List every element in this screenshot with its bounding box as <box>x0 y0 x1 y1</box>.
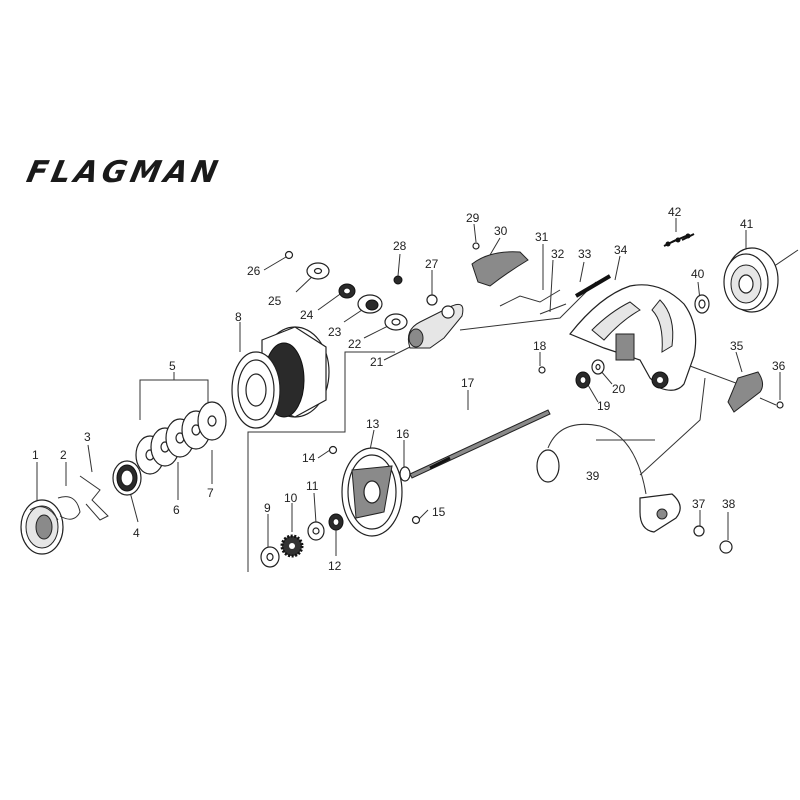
part-11-washer <box>307 521 325 541</box>
part-31-wire <box>499 289 561 307</box>
callout-30: 30 <box>494 224 508 238</box>
part-36-screw <box>776 401 784 409</box>
callout-20: 20 <box>612 382 626 396</box>
callout-38: 38 <box>722 497 736 511</box>
part-38-nut <box>719 540 733 554</box>
callout-2: 2 <box>60 448 67 462</box>
callout-18: 18 <box>533 339 547 353</box>
callout-29: 29 <box>466 211 480 225</box>
callout-31: 31 <box>535 230 549 244</box>
part-16-washer <box>399 466 411 482</box>
part-27-bushing <box>426 294 438 306</box>
callout-22: 22 <box>348 337 362 351</box>
callout-41: 41 <box>740 217 754 231</box>
callout-16: 16 <box>396 427 410 441</box>
callout-35: 35 <box>730 339 744 353</box>
callout-6: 6 <box>173 503 180 517</box>
part-24-bearing <box>338 283 356 299</box>
callout-34: 34 <box>614 243 628 257</box>
part-15-screw <box>411 515 421 525</box>
part-28-screw <box>393 275 403 285</box>
callout-12: 12 <box>328 559 342 573</box>
part-29-screw <box>472 242 480 250</box>
callout-32: 32 <box>551 247 565 261</box>
callout-36: 36 <box>772 359 786 373</box>
callout-7: 7 <box>207 486 214 500</box>
callout-21: 21 <box>370 355 384 369</box>
callout-4: 4 <box>133 526 140 540</box>
part-39-bail <box>536 423 681 533</box>
part-13-rotor <box>341 447 403 537</box>
part-19-bearing <box>575 371 591 389</box>
brand-logo: FLAGMAN <box>24 155 225 190</box>
callout-40: 40 <box>691 267 705 281</box>
callout-11: 11 <box>306 479 319 493</box>
callout-14: 14 <box>302 451 316 465</box>
callout-39: 39 <box>586 469 600 483</box>
callout-23: 23 <box>328 325 342 339</box>
callout-1: 1 <box>32 448 39 462</box>
part-33-rod <box>574 274 612 298</box>
part-9-washer <box>260 546 280 568</box>
callout-42: 42 <box>668 205 682 219</box>
part-6-drag-washers <box>135 401 227 475</box>
part-12-bushing <box>328 513 344 531</box>
part-42-screws <box>663 233 695 247</box>
callout-8: 8 <box>235 310 242 324</box>
part-34-body <box>569 284 697 391</box>
callout-37: 37 <box>692 497 706 511</box>
part-35-cover <box>727 371 764 413</box>
callout-10: 10 <box>284 491 298 505</box>
part-17-shaft <box>409 409 551 479</box>
part-21-crank-arm <box>407 303 464 349</box>
part-30-cover <box>471 251 529 287</box>
callout-24: 24 <box>300 308 314 322</box>
callout-9: 9 <box>264 501 271 515</box>
part-1-drag-knob <box>20 499 64 555</box>
callout-28: 28 <box>393 239 407 253</box>
part-4-bearing <box>112 460 142 496</box>
part-18-screw <box>538 366 546 374</box>
part-8-spool <box>231 326 330 429</box>
part-2-clip <box>57 496 81 520</box>
callout-26: 26 <box>247 264 261 278</box>
part-23-bushing <box>357 294 383 314</box>
part-25-washer <box>306 262 330 280</box>
part-3-spring <box>79 475 109 521</box>
part-41-rear-cap <box>723 247 779 313</box>
part-20-washer <box>591 359 605 375</box>
callout-labels: 1 2 3 4 5 6 7 8 9 10 11 12 13 14 15 16 1… <box>32 205 786 573</box>
part-10-gear <box>280 534 304 558</box>
callout-13: 13 <box>366 417 380 431</box>
part-37-bushing <box>693 525 705 537</box>
callout-3: 3 <box>84 430 91 444</box>
part-40-washer <box>694 294 710 314</box>
part-26-screw <box>284 250 294 260</box>
callout-33: 33 <box>578 247 592 261</box>
callout-19: 19 <box>597 399 611 413</box>
callout-27: 27 <box>425 257 439 271</box>
callout-17: 17 <box>461 376 475 390</box>
part-22-washer-hole <box>391 318 401 326</box>
part-32-pin <box>539 303 567 315</box>
part-14-screw <box>328 445 338 455</box>
callout-15: 15 <box>432 505 446 519</box>
callout-5: 5 <box>169 359 176 373</box>
callout-25: 25 <box>268 294 282 308</box>
